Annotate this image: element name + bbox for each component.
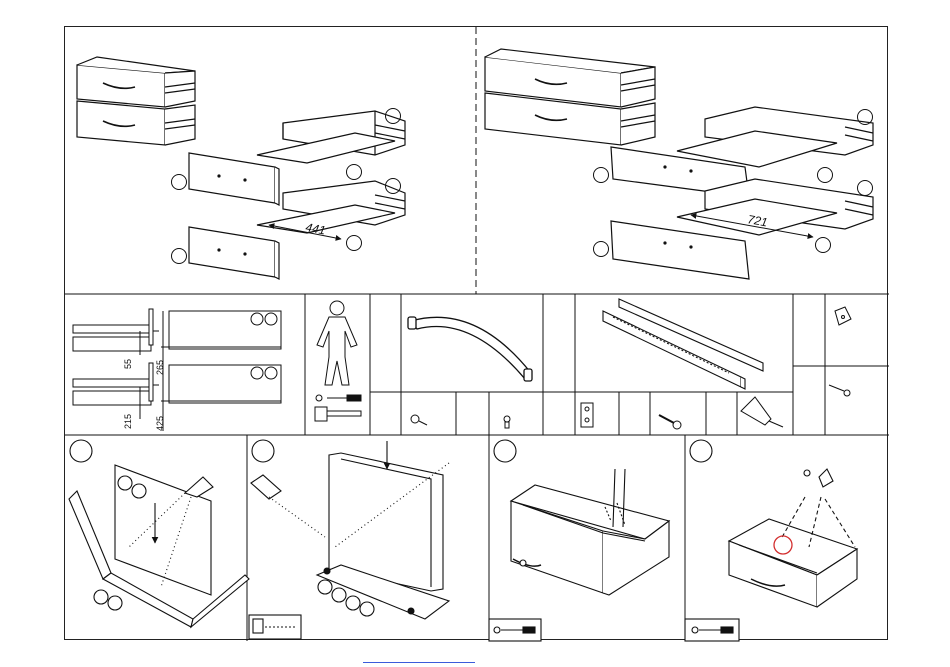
step-4-drawing — [685, 440, 857, 641]
person-icon — [317, 301, 357, 385]
small-drawer-front-1 — [189, 153, 279, 205]
hammer-icon — [315, 407, 361, 421]
step-1-drawing — [69, 440, 249, 627]
offset-upper-side-label: 265 — [155, 360, 165, 375]
glue-bottle-icon — [741, 397, 783, 427]
large-drawer-stack — [485, 49, 655, 145]
offset-upper-label: 55 — [123, 359, 133, 369]
small-drawer-width-dimension: 441 — [304, 220, 326, 237]
screw-icon — [411, 415, 427, 425]
instruction-drawing: 441 721 — [65, 27, 889, 641]
cam-fitting-icon — [504, 416, 510, 428]
small-drawer-box-1 — [257, 111, 405, 163]
runner-position-detail — [73, 309, 281, 431]
large-drawer-front-2 — [611, 221, 749, 279]
drawer-handle-icon — [408, 317, 532, 381]
cam-plate-icon — [581, 403, 593, 427]
step-3-drawing — [489, 440, 669, 641]
drawer-runner-icon — [603, 299, 763, 389]
footer-link-underline[interactable] — [363, 662, 475, 663]
corner-block-icon — [835, 307, 851, 325]
offset-lower-label: 215 — [123, 414, 133, 429]
small-screw-icon — [829, 385, 850, 396]
long-screw-icon — [659, 415, 681, 429]
offset-lower-side-label: 425 — [155, 416, 165, 431]
large-drawer-box-1 — [677, 107, 873, 167]
small-drawer-stack — [77, 57, 195, 145]
assembly-instruction-sheet: 441 721 — [64, 26, 888, 640]
step-2-drawing — [249, 440, 449, 639]
screwdriver-icon — [316, 395, 361, 401]
small-drawer-front-2 — [189, 227, 279, 279]
